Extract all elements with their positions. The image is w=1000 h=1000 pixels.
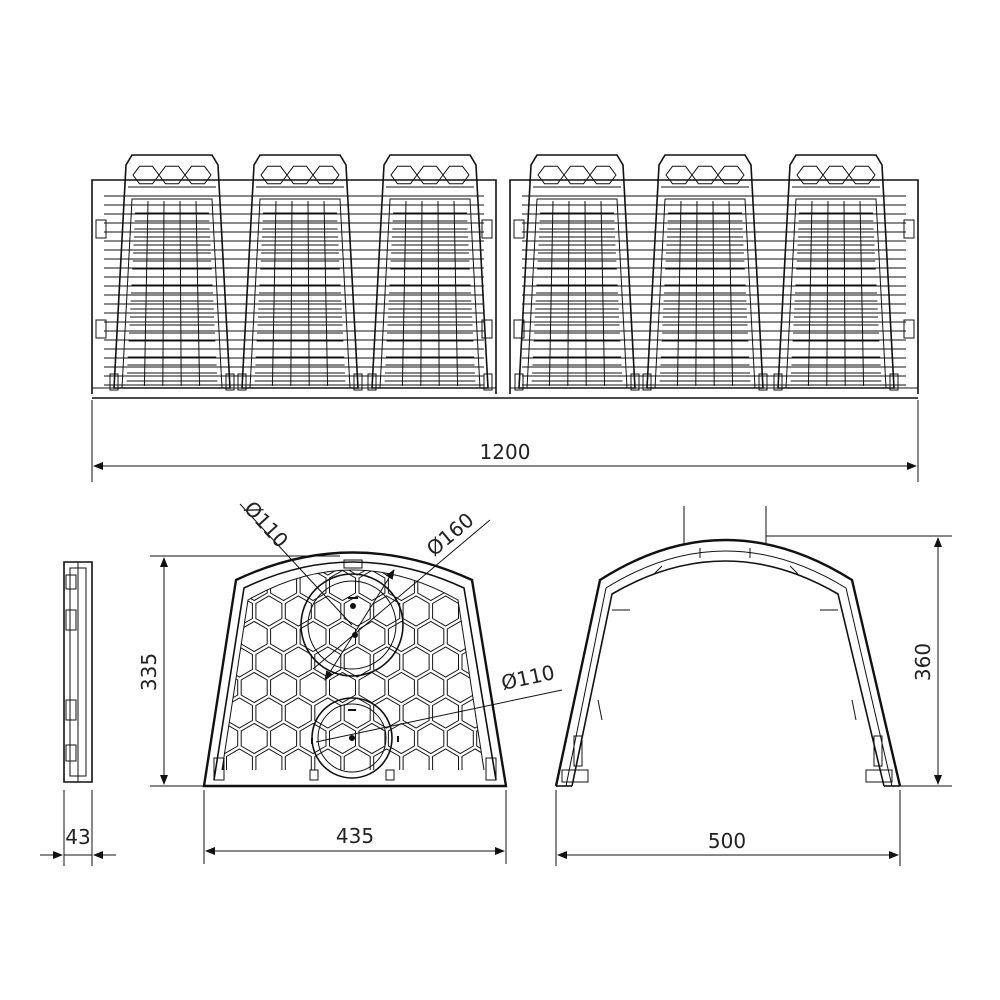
- side-width-label: 500: [708, 829, 746, 853]
- length-dimension: 1200: [91, 400, 919, 482]
- side-width-dimension: 500: [555, 790, 901, 866]
- side-height-label: 360: [911, 643, 935, 681]
- pipe-dimension-leaders: Ø110 Ø160 Ø110: [239, 496, 563, 743]
- front-width-dimension: 435: [203, 790, 507, 864]
- arch-segment: [773, 154, 899, 391]
- front-height-dimension: 335: [137, 555, 340, 787]
- length-label: 1200: [480, 440, 531, 464]
- front-elevation-view: [202, 551, 508, 788]
- front-height-label: 335: [137, 653, 161, 691]
- pipe-top-large-label: Ø160: [422, 508, 479, 561]
- arch-segment: [367, 154, 493, 391]
- side-height-dimension: 360: [766, 535, 952, 787]
- arch-segment: [642, 154, 768, 391]
- thickness-side-view: [63, 561, 93, 783]
- arch-segment: [237, 154, 363, 391]
- thickness-dimension: 43: [40, 790, 116, 866]
- front-width-label: 435: [336, 824, 374, 848]
- arch-segment: [109, 154, 235, 391]
- top-elevation-view: [91, 154, 919, 399]
- pipe-top-small-label: Ø110: [239, 496, 293, 552]
- pipe-bottom-label: Ø110: [499, 660, 557, 695]
- thickness-label: 43: [65, 825, 90, 849]
- arch-segment: [514, 154, 640, 391]
- side-elevation-view: [554, 506, 902, 787]
